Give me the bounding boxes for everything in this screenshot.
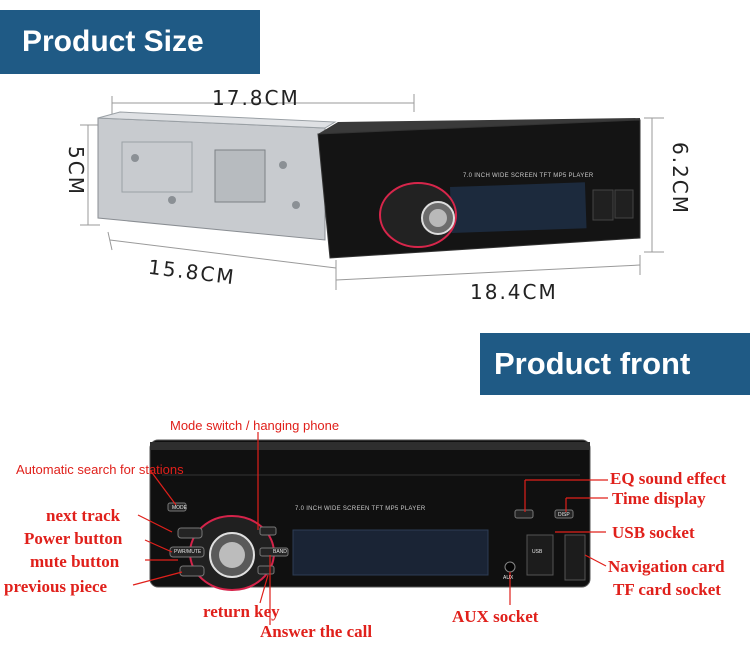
callout-mode-switch: Mode switch / hanging phone — [170, 418, 340, 433]
product-front-title: Product front — [494, 346, 691, 381]
callout-previous-piece: previous piece — [4, 577, 108, 596]
device-disp-label: DISP — [558, 512, 570, 518]
callout-eq-sound: EQ sound effect — [610, 469, 727, 488]
callout-return-key: return key — [203, 602, 280, 621]
callout-tf-card: TF card socket — [613, 580, 721, 599]
device-screen-label-front: 7.0 INCH WIDE SCREEN TFT MP5 PLAYER — [295, 506, 426, 512]
callout-mute-button: mute button — [30, 552, 120, 571]
device-screen-label-top: 7.0 INCH WIDE SCREEN TFT MP5 PLAYER — [463, 173, 594, 179]
device-power-label: PWR/MUTE — [174, 549, 202, 555]
callout-power-button: Power button — [24, 529, 123, 548]
chassis-side — [97, 111, 337, 241]
callout-next-track: next track — [46, 506, 121, 525]
front-panel-view — [132, 432, 608, 625]
dimension-width-bottom: 18.4CM — [470, 280, 558, 304]
callout-usb-socket: USB socket — [612, 523, 695, 542]
device-mode-label: MODE — [172, 505, 187, 511]
callout-answer-call: Answer the call — [260, 622, 373, 641]
device-band-label: BAND — [273, 549, 287, 555]
dimension-lines — [80, 94, 664, 290]
device-aux-label: AUX — [503, 575, 514, 581]
product-size-title: Product Size — [22, 25, 204, 58]
product-size-banner: Product Size — [0, 10, 260, 74]
callout-auto-search: Automatic search for stations — [16, 462, 184, 477]
device-usb-label: USB — [532, 549, 543, 555]
front-panel-perspective — [317, 118, 641, 259]
dimension-height-right: 6.2CM — [668, 142, 692, 216]
callout-time-display: Time display — [612, 489, 706, 508]
callout-navigation-card: Navigation card — [608, 557, 725, 576]
product-front-banner: Product front — [480, 333, 750, 395]
callout-aux-socket: AUX socket — [452, 607, 539, 626]
dimension-width-top: 17.8CM — [212, 86, 300, 110]
dimension-height-left: 5CM — [64, 146, 88, 196]
